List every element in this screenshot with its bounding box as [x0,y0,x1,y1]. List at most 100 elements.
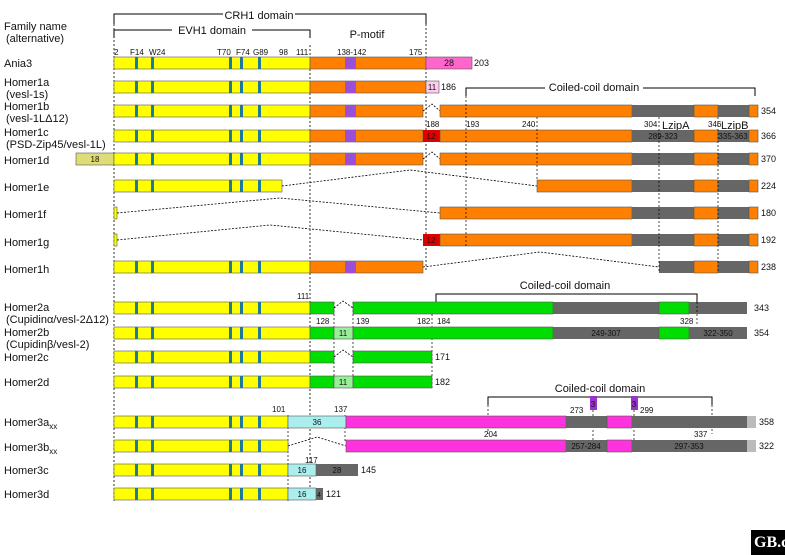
protein-end: 354 [754,328,769,338]
row-homer1c: 12 289-323 335-363 366 [113,129,776,143]
box-label: 12 [427,236,436,245]
box-label: 297-353 [674,442,704,451]
row-homer2a: 343 [113,300,769,315]
box-label: 257-284 [571,442,601,451]
row-homer3a: 36 358 [113,415,774,429]
protein-end: 358 [759,417,774,427]
protein-name: Homer3d [4,489,49,501]
pos-label: 128 [316,317,330,326]
pos-label: T70 [217,48,231,57]
row-homer2c: 171 [113,349,450,364]
protein-name: Homer3bxx [4,442,57,456]
evh1-domain-label: EVH1 domain [178,25,246,37]
box-label: 11 [339,329,348,338]
protein-end: 238 [761,262,776,272]
row-homer3b: 257-284 297-353 322 [113,436,774,453]
box-label: 16 [298,466,307,475]
coiled-coil-label: Coiled-coil domain [520,280,611,292]
row-homer1e: 224 [113,169,776,193]
protein-name: Homer1h [4,264,49,276]
position-labels-homer2: 128 139 182 184 328 [316,317,694,326]
protein-end: 121 [326,489,341,499]
protein-name: Homer2c [4,352,49,364]
protein-name: Homer1a [4,77,50,89]
protein-alt-name: (vesl-1LΔ12) [6,113,68,125]
protein-name: Homer2d [4,377,49,389]
pos-label: 137 [334,405,348,414]
pos-label: 204 [484,430,498,439]
pos-label: 139 [356,317,370,326]
pos-label: 111 [297,292,310,301]
pos-label: 337 [694,430,708,439]
crh1-domain-label: CRH1 domain [224,10,293,22]
pos-label: F74 [236,48,250,57]
protein-end: 171 [435,352,450,362]
pos-label: 346 [708,120,722,129]
box-label: 16 [298,490,307,499]
protein-name: Homer1f [4,209,47,221]
box-label: 11 [428,83,437,92]
protein-end: 322 [759,441,774,451]
protein-end: 145 [361,465,376,475]
coiled-coil-label: Coiled-coil domain [549,82,640,94]
pos-label: 138-142 [337,48,367,57]
pos-label: 98 [279,48,288,57]
protein-name: Homer1d [4,155,49,167]
row-homer2b: 11 249-307 322-350 354 [113,326,769,340]
pos-label: 273 [570,406,584,415]
protein-name: Homer3c [4,465,49,477]
homer3-insert-markers: 3 3 [590,396,638,440]
protein-alt-name: (Cupidinα/vesl-2Δ12) [6,314,109,326]
box-label: 3 [632,400,637,409]
protein-end: 182 [435,377,450,387]
protein-name: Homer2a [4,302,50,314]
box-label: 3 [591,400,596,409]
row-homer1g: 12 192 [113,224,776,247]
pos-label: 117 [305,456,318,465]
pos-label: 184 [437,317,451,326]
box-label: 11 [339,378,348,387]
box-label: 12 [427,132,436,141]
box-label: 289-323 [648,132,678,141]
evh1-markers-homer3 [135,416,261,500]
family-name-alt-header: (alternative) [6,33,64,45]
protein-name: Homer1g [4,237,49,249]
protein-end: 343 [754,303,769,313]
pos-label: 193 [466,120,480,129]
pos-label: 175 [409,48,423,57]
pos-label: 101 [272,405,286,414]
pos-label: 299 [640,406,654,415]
box-label: 28 [444,58,454,68]
position-labels-homer1c: 188 193 240 304 346 [426,120,722,129]
protein-alt-name: (Cupidinβ/vesl-2) [6,339,89,351]
row-ania3: 28 203 [113,56,489,70]
protein-end: 354 [761,106,776,116]
protein-end: 366 [761,131,776,141]
protein-end: 192 [761,235,776,245]
protein-end: 203 [474,58,489,68]
box-label: 28 [333,466,342,475]
row-homer2d: 11 182 [113,375,450,389]
protein-name: Ania3 [4,58,32,70]
row-homer3d: 16 4 121 [113,487,341,501]
box-label: 18 [91,155,100,164]
box-label: 249-307 [591,329,621,338]
row-homer1b: 354 [113,103,776,118]
pos-label: 304 [644,120,658,129]
evh1-markers-homer2 [135,302,261,388]
pos-label: 182 [417,317,431,326]
pos-label: 240 [522,120,536,129]
p-motif-label: P-motif [350,29,386,41]
box-label: 335-363 [718,132,748,141]
pos-label: 2 [114,48,119,57]
evh1-markers-homer1 [135,57,261,273]
row-homer3c: 16 28 145 [113,463,376,477]
lzipa-label: LzipA [662,120,690,132]
family-name-header: Family name [4,21,67,33]
row-homer1f: 180 [113,197,776,220]
coiled-coil-label: Coiled-coil domain [555,383,646,395]
position-labels-homer1: 2 F14 W24 T70 F74 G89 98 111 138-142 175 [114,48,423,57]
pos-label: W24 [149,48,166,57]
pos-label: 111 [296,48,309,57]
